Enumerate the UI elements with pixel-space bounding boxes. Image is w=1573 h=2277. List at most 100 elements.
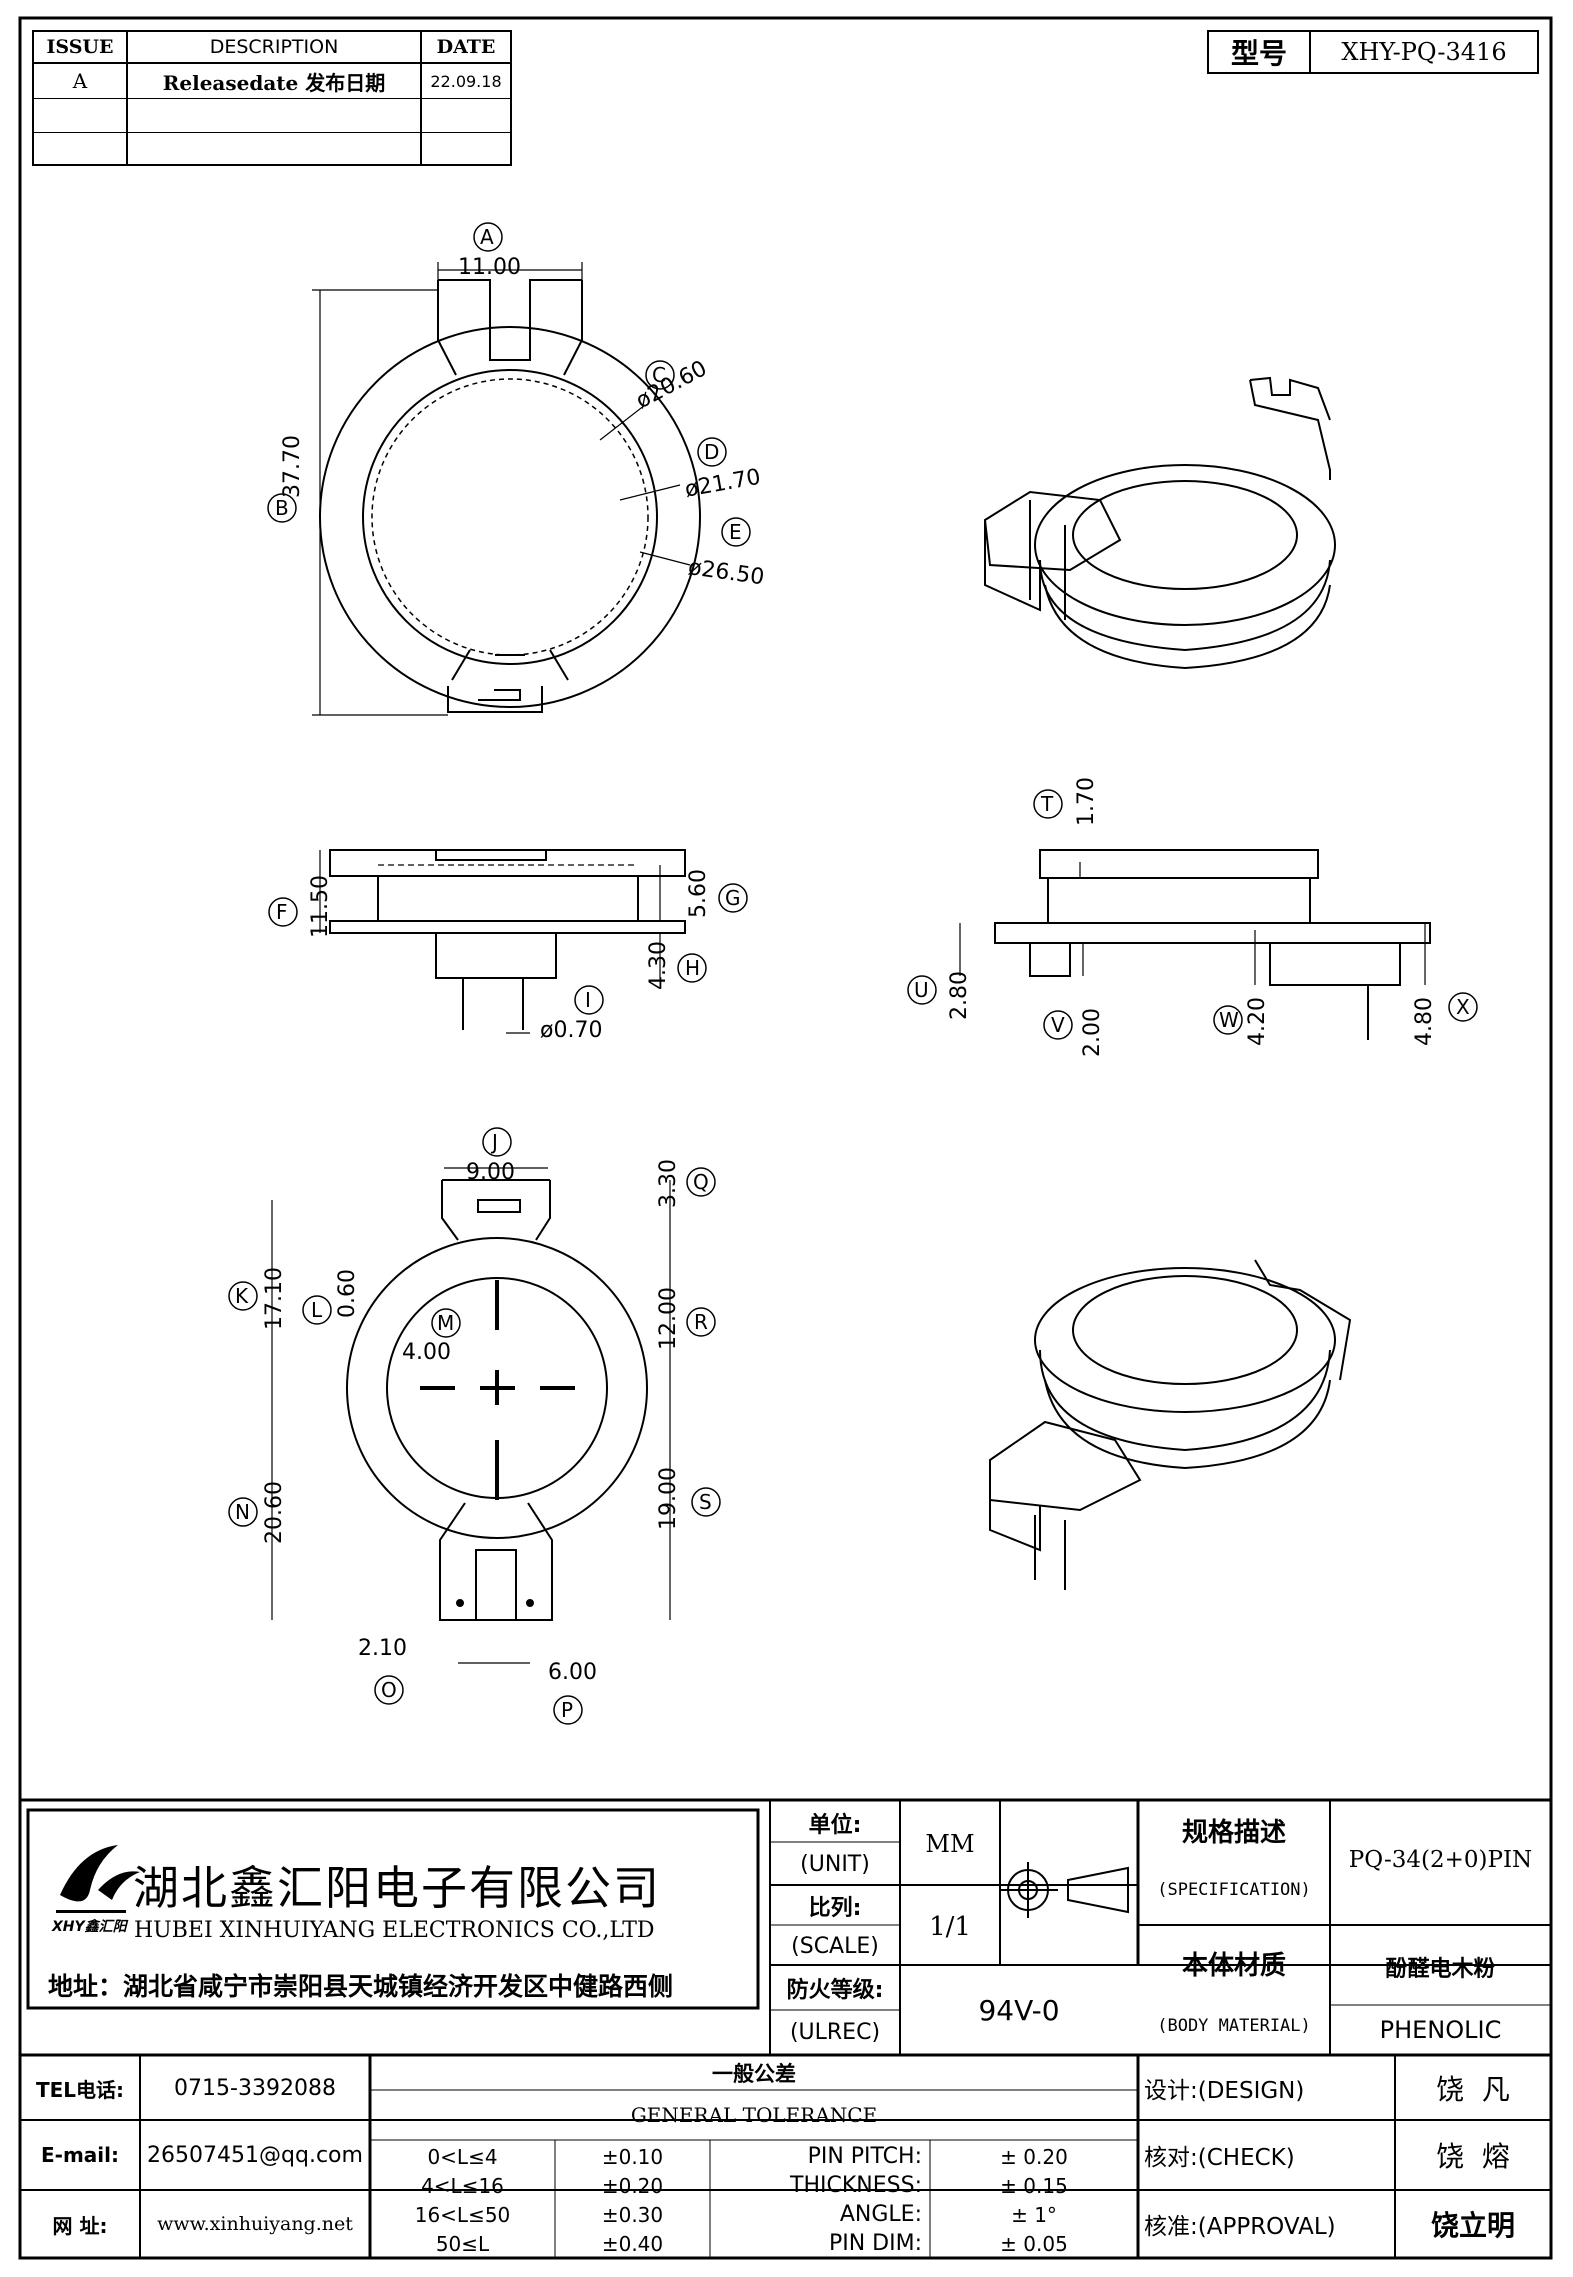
label-E: E [729, 520, 742, 544]
logo-mark [56, 1845, 140, 1913]
side-view-2-dim-labels: T U V W X [907, 789, 1478, 1040]
label-P: P [561, 1698, 573, 1722]
spec-label-cn: 规格描述 [1181, 1817, 1286, 1848]
ulrec-value: 94V-0 [978, 1993, 1060, 2027]
tolerance-title-en: GENERAL TOLERANCE [630, 2103, 878, 2127]
label-N: N [235, 1500, 250, 1524]
tol-tol: ± 0.20 [1000, 2144, 1068, 2169]
check-label: 核对:(CHECK) [1144, 2145, 1295, 2171]
bottom-view-dim-labels: J Q K L M R N S O P [228, 1127, 721, 1725]
scale-label-en: (SCALE) [791, 1933, 879, 1959]
projection-symbol [1000, 1862, 1129, 1918]
rev-empty-row [34, 99, 128, 133]
label-B: B [275, 496, 289, 520]
dim-H: 4.30 [646, 941, 671, 990]
tol-tol: ± 1° [1011, 2202, 1057, 2227]
drawing-frame [18, 16, 1553, 2260]
label-H: H [685, 956, 700, 980]
dim-N: 20.60 [262, 1481, 287, 1544]
label-Q: Q [693, 1170, 709, 1194]
tel-value: 0715-3392088 [174, 2075, 336, 2101]
label-F: F [276, 900, 288, 924]
rev-empty-row [34, 133, 128, 164]
tol-range: 50≤L [435, 2231, 490, 2256]
tol-name: ANGLE: [839, 2202, 922, 2227]
email-value: 26507451@qq.com [147, 2142, 363, 2168]
design-label: 设计:(DESIGN) [1144, 2078, 1305, 2104]
material-label-cn: 本体材质 [1181, 1950, 1286, 1981]
material-value-en: PHENOLIC [1379, 2016, 1502, 2044]
tol-name: PIN DIM: [828, 2231, 922, 2256]
isometric-view-2 [989, 1259, 1352, 1590]
design-value: 饶 凡 [1436, 2073, 1510, 2106]
label-M: M [437, 1311, 454, 1335]
rev-empty-row [128, 133, 422, 164]
top-view [312, 262, 701, 716]
dim-G: 5.60 [686, 869, 711, 918]
tol-value: ±0.40 [601, 2231, 664, 2256]
label-U: U [914, 978, 929, 1002]
ulrec-label-cn: 防火等级: [786, 1978, 884, 2003]
label-X: X [1456, 995, 1470, 1019]
tol-value: ±0.20 [601, 2173, 664, 2198]
rev-header-description: DESCRIPTION [128, 32, 422, 64]
unit-value: MM [925, 1830, 975, 1858]
dim-J: 9.00 [466, 1160, 515, 1185]
revision-table: ISSUE DESCRIPTION DATE A Releasedate 发布日… [32, 30, 512, 166]
model-box: 型号 XHY-PQ-3416 [1207, 30, 1539, 74]
side-view-2 [959, 849, 1431, 1040]
title-block-grid [20, 1800, 1551, 2258]
dim-V: 2.00 [1080, 1008, 1105, 1057]
dim-L: 0.60 [335, 1269, 360, 1318]
spec-label-en: (SPECIFICATION) [1157, 1880, 1311, 1900]
dim-K: 17.10 [262, 1267, 287, 1330]
tol-value: ±0.30 [601, 2202, 664, 2227]
tol-tol: ± 0.05 [1000, 2231, 1068, 2256]
company-name-en: HUBEI XINHUIYANG ELECTRONICS CO.,LTD [134, 1918, 655, 1943]
label-V: V [1051, 1013, 1065, 1037]
unit-label-cn: 单位: [808, 1813, 862, 1838]
dim-O: 2.10 [358, 1636, 407, 1661]
label-I: I [585, 988, 591, 1012]
web-value: www.xinhuiyang.net [157, 2213, 353, 2235]
label-J: J [490, 1130, 498, 1154]
tel-label: TEL电话: [35, 2077, 125, 2102]
spec-value: PQ-34(2+0)PIN [1348, 1847, 1533, 1873]
label-G: G [725, 886, 741, 910]
web-label: 网 址: [52, 2213, 108, 2238]
material-label-en: (BODY MATERIAL) [1157, 2016, 1311, 2036]
dim-U: 2.80 [947, 971, 972, 1020]
dim-W: 4.20 [1245, 997, 1270, 1046]
dim-F: 11.50 [308, 875, 333, 938]
label-A: A [480, 225, 494, 249]
dim-I: ø0.70 [540, 1018, 603, 1043]
dim-A: 11.00 [458, 255, 521, 280]
dim-P: 6.00 [548, 1660, 597, 1685]
email-label: E-mail: [40, 2143, 119, 2167]
label-R: R [694, 1310, 708, 1334]
tol-tol: ± 0.15 [1000, 2173, 1068, 2198]
tol-range: 0<L≤4 [427, 2144, 498, 2169]
label-W: W [1219, 1008, 1239, 1032]
dim-X: 4.80 [1412, 997, 1437, 1046]
isometric-view-1 [983, 376, 1336, 670]
scale-value: 1/1 [929, 1911, 971, 1942]
dim-T: 1.70 [1074, 777, 1099, 826]
approval-value: 饶立明 [1430, 2209, 1515, 2242]
tolerance-title-cn: 一般公差 [712, 2062, 796, 2086]
rev-row-issue: A [34, 64, 128, 99]
check-value: 饶 熔 [1436, 2140, 1510, 2173]
rev-header-issue: ISSUE [34, 32, 128, 64]
top-view-dim-labels: A B C D E [267, 222, 751, 547]
company-address: 地址：湖北省咸宁市崇阳县天城镇经济开发区中健路西侧 [48, 1972, 674, 2001]
tol-value: ±0.10 [601, 2144, 664, 2169]
material-value-cn: 酚醛电木粉 [1385, 1957, 1496, 1982]
bottom-view [271, 1167, 671, 1664]
ulrec-label-en: (ULREC) [789, 2019, 881, 2045]
rev-row-description: Releasedate 发布日期 [128, 64, 422, 99]
label-K: K [235, 1284, 249, 1308]
label-S: S [699, 1490, 712, 1514]
side-view [319, 849, 686, 1034]
rev-empty-row [128, 99, 422, 133]
